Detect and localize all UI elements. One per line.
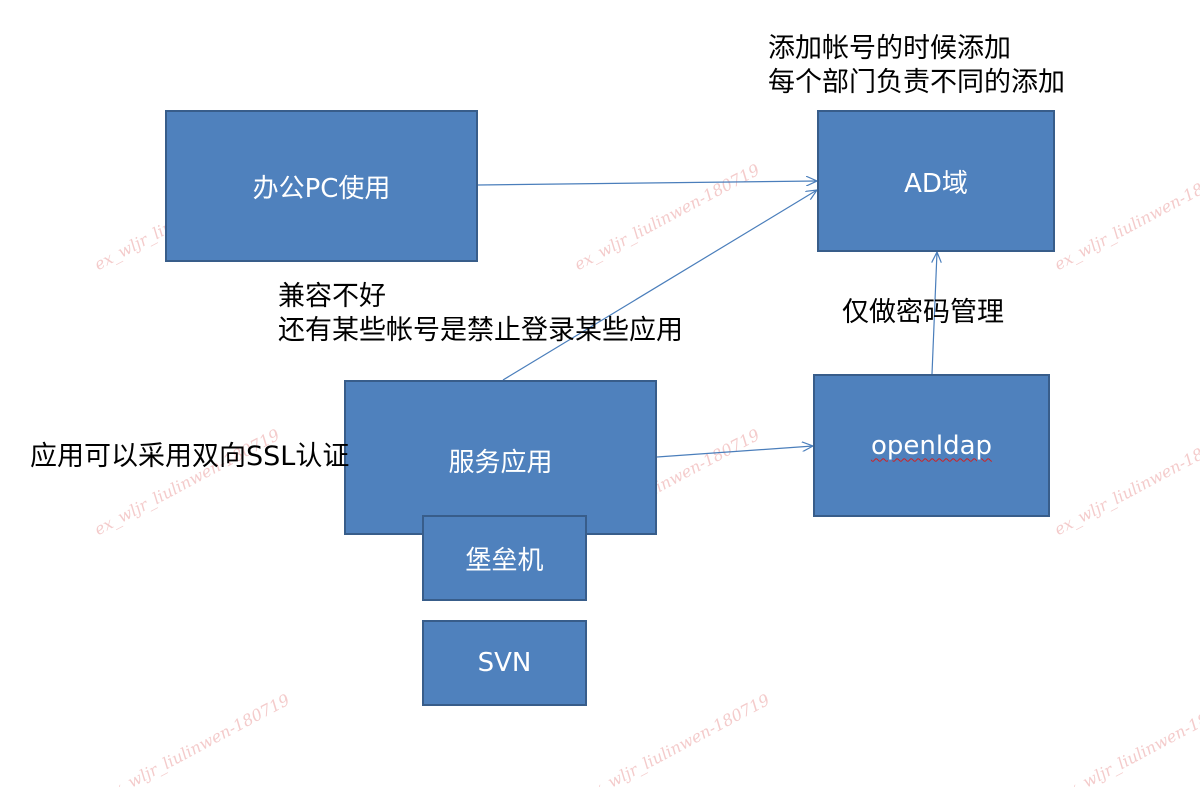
arrow-office-to-ad — [477, 181, 817, 185]
watermark-text: ex_wljr_liulinwen-180719 — [1051, 160, 1200, 274]
svn-node: SVN — [422, 620, 587, 706]
openldap-node: openldap — [813, 374, 1050, 517]
office-pc-label: 办公PC使用 — [252, 173, 391, 204]
watermark-text: ex_wljr_liulinwen-180719 — [571, 160, 763, 274]
compat-note-line-2: 还有某些帐号是禁止登录某些应用 — [278, 315, 683, 346]
service-app-node: 服务应用 — [344, 380, 657, 535]
svn-label: SVN — [477, 648, 532, 678]
watermark-text: ex_wljr_liulinwen-180719 — [581, 690, 773, 787]
ad-note-line-2: 每个部门负责不同的添加 — [768, 67, 1065, 98]
password-mgmt-text: 仅做密码管理 — [842, 297, 1004, 328]
password-mgmt-note: 仅做密码管理 — [842, 296, 1004, 330]
watermark-text: ex_wljr_liulinwen-180719 — [1051, 425, 1200, 539]
ad-note-line-1: 添加帐号的时候添加 — [768, 33, 1011, 64]
ad-domain-node: AD域 — [817, 110, 1055, 252]
service-app-label: 服务应用 — [448, 448, 553, 478]
ssl-auth-text: 应用可以采用双向SSL认证 — [30, 441, 350, 472]
ssl-auth-note: 应用可以采用双向SSL认证 — [30, 440, 349, 474]
openldap-label: openldap — [870, 430, 993, 461]
office-pc-node: 办公PC使用 — [165, 110, 478, 262]
arrow-service-to-openldap — [656, 446, 813, 458]
compat-note: 兼容不好 还有某些帐号是禁止登录某些应用 — [278, 280, 683, 348]
bastion-label: 堡垒机 — [465, 545, 544, 576]
watermark-text: ex_wljr_liulinwen-180719 — [101, 690, 293, 787]
ad-note: 添加帐号的时候添加 每个部门负责不同的添加 — [768, 32, 1065, 100]
compat-note-line-1: 兼容不好 — [278, 281, 386, 312]
ad-domain-label: AD域 — [904, 168, 968, 199]
bastion-node: 堡垒机 — [422, 515, 587, 601]
watermark-text: ex_wljr_liulinwen-180719 — [1056, 690, 1200, 787]
